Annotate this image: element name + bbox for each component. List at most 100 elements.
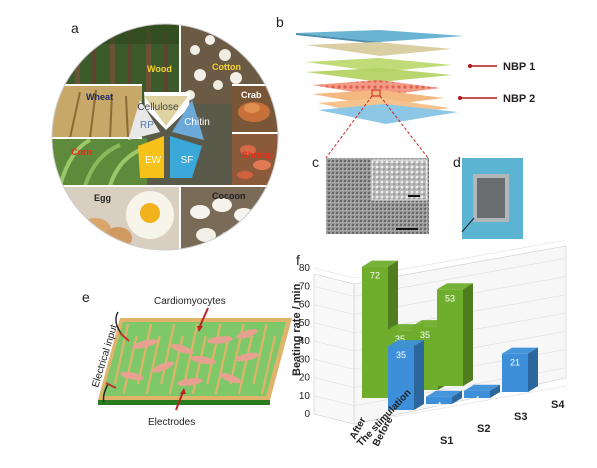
chart-bars: 72 35 35 53 35 4 4 21 (362, 260, 538, 411)
y-tick-label: 80 (299, 263, 311, 274)
nbp1-pointer-dot (468, 64, 472, 68)
electrode-fingers (113, 323, 277, 395)
bar-value-label: 35 (420, 330, 430, 340)
nbp1-label: NBP 1 (503, 61, 535, 73)
panel-c-letter: c (312, 154, 319, 170)
electrode-finger (237, 335, 253, 395)
wood-label: Wood (147, 64, 172, 74)
y-tick-label: 70 (299, 281, 311, 292)
chitin-segment (172, 100, 204, 140)
zoom-line-right (379, 95, 429, 159)
ew-segment (138, 136, 164, 178)
bar (437, 289, 463, 386)
bar-top (388, 340, 424, 347)
cotton-label: Cotton (212, 62, 241, 72)
rp-segment (128, 100, 160, 140)
cellulose-label: Cellulose (137, 102, 179, 113)
bar-value-label: 53 (445, 293, 455, 303)
panel-b: NBP 1 NBP 2 (296, 30, 535, 159)
electrode-finger (183, 323, 199, 385)
electrodes-label: Electrodes (148, 417, 195, 428)
y-tick-label: 20 (299, 373, 311, 384)
bar-top (426, 390, 462, 397)
electrodes-arrow (175, 391, 184, 411)
bar (388, 346, 414, 410)
panel-b-letter: b (276, 14, 284, 30)
corn-photo (52, 138, 147, 187)
cardiomyocytes-arrow (199, 307, 209, 327)
electrode-finger (206, 323, 222, 385)
gridline-left (313, 285, 355, 297)
crab-photo (232, 85, 278, 133)
bar-value-label: 21 (510, 358, 520, 368)
bar (362, 266, 388, 398)
zoom-box (371, 89, 381, 97)
gridline-left (313, 395, 355, 407)
chitin-label: Chitin (184, 117, 210, 128)
material-pentagon (128, 92, 204, 178)
bar-value-label: 72 (370, 271, 380, 281)
y-tick-label: 50 (299, 318, 311, 329)
nbp2-pointer-dot (458, 96, 462, 100)
panel-a-letter: a (71, 20, 79, 36)
gridline-left (313, 358, 355, 370)
panel-d-photo (461, 158, 523, 239)
ew-label: EW (145, 155, 162, 166)
gridline-left (313, 304, 355, 315)
bar-side (490, 384, 500, 398)
egg-photo (52, 186, 180, 250)
y-tick-label: 40 (299, 336, 311, 347)
electrode-finger (137, 323, 153, 385)
bar-value-label: 4 (474, 395, 479, 405)
panel-c-sem-image (326, 158, 429, 234)
y-tick-label: 10 (299, 391, 311, 402)
panel-e-schematic: Cardiomyocytes Electrical input Electrod… (90, 296, 292, 428)
wheat-photo (52, 85, 142, 139)
y-axis-label: Beating rate / min (291, 283, 303, 376)
nbp2-label: NBP 2 (503, 93, 535, 105)
shrimp-label: Shrimp (242, 150, 274, 160)
electrode-finger (145, 335, 161, 395)
corn-label: Corn (71, 147, 92, 157)
bar-top (464, 384, 500, 391)
x-category-label: S1 (440, 435, 453, 447)
bar (464, 390, 490, 398)
bar-side (528, 347, 538, 392)
input-wire-bottom (102, 383, 109, 403)
bar-value-label: 4 (436, 401, 441, 411)
cardiomyocytes-label: Cardiomyocytes (154, 296, 226, 307)
crab-label: Crab (241, 90, 262, 100)
egg-label: Egg (94, 193, 111, 203)
gridline-left (313, 322, 355, 334)
bar-value-label: 35 (395, 334, 405, 344)
zoom-line-left (325, 95, 373, 159)
y-tick-labels: 0 10 20 30 40 50 60 70 80 (299, 263, 311, 420)
bar-top (437, 283, 473, 290)
gridline-left (313, 267, 355, 279)
bar-top (502, 347, 538, 354)
x-category-label: S3 (514, 411, 527, 423)
gridline-left (313, 413, 355, 425)
bar (426, 396, 452, 404)
y-tick-label: 60 (299, 300, 311, 311)
panel-a: Cellulose Chitin SF EW RP Wood Cotton Wh… (51, 23, 279, 251)
electrode-finger (160, 323, 176, 385)
wheat-label: Wheat (86, 92, 113, 102)
sf-label: SF (181, 155, 194, 166)
bar-side (452, 390, 462, 404)
bar-value-label: 35 (396, 350, 406, 360)
electrode-finger (113, 323, 130, 385)
bar-side (414, 340, 424, 410)
panel-e-letter: e (82, 289, 90, 305)
electrode-finger (214, 335, 230, 395)
y-tick-label: 30 (299, 354, 311, 365)
gridline-back (353, 385, 567, 425)
bar-top (362, 260, 398, 267)
cellulose-segment (144, 96, 188, 126)
electrode-finger (252, 323, 268, 385)
y-tick-label: 0 (304, 409, 310, 420)
x-category-label: S4 (551, 399, 565, 411)
